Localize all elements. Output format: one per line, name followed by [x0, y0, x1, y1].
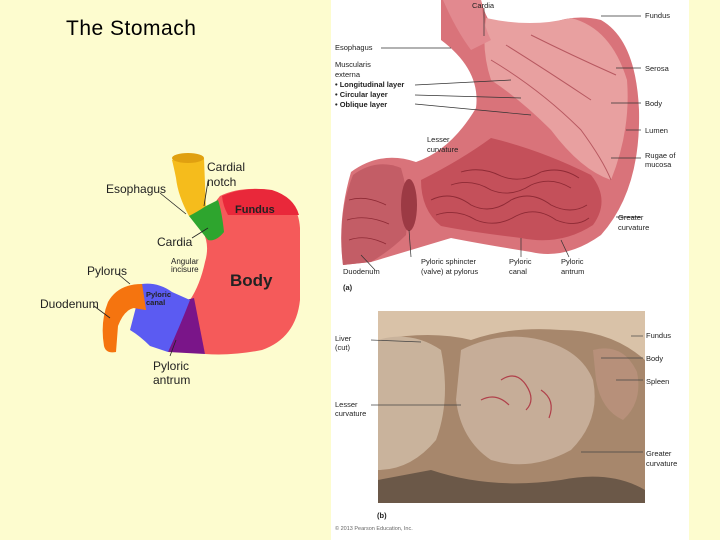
textbook-figure-art: Cardia Fundus Esophagus Muscularis exter… — [335, 0, 677, 532]
fig-a-label-muscularis: Muscularis — [335, 60, 371, 69]
label-pyloric-antrum-1: Pyloric — [153, 359, 189, 373]
fig-a-label-sphincter-1: Pyloric sphincter — [421, 257, 477, 266]
fig-a-label-circular: • Circular layer — [335, 90, 388, 99]
fig-b-label-liver-2: (cut) — [335, 343, 351, 352]
fig-a-label-longitudinal: • Longitudinal layer — [335, 80, 404, 89]
fig-b-label-fundus: Fundus — [646, 331, 671, 340]
fundus-region — [222, 188, 299, 215]
label-cardial: Cardial — [207, 160, 245, 174]
fig-a-label-lesser-1: Lesser — [427, 135, 450, 144]
figure-a-stomach-illustration — [341, 0, 640, 265]
fig-a-label-lesser-2: curvature — [427, 145, 458, 154]
esophagus-region — [172, 155, 206, 217]
fig-a-label-lumen: Lumen — [645, 126, 668, 135]
fig-b-panel-label: (b) — [377, 511, 387, 520]
label-fundus: Fundus — [235, 204, 275, 216]
label-incisure: incisure — [171, 265, 199, 274]
fig-a-label-rugae-1: Rugae of — [645, 151, 676, 160]
fig-a-label-antrum-2: antrum — [561, 267, 584, 276]
fig-a-label-cardia: Cardia — [472, 1, 495, 10]
fig-b-label-spleen: Spleen — [646, 377, 669, 386]
label-angular: Angular — [171, 257, 199, 266]
label-pyloric-canal-2: canal — [146, 298, 165, 307]
textbook-figure-panel: Cardia Fundus Esophagus Muscularis exter… — [331, 0, 689, 540]
copyright-text: © 2013 Pearson Education, Inc. — [335, 525, 413, 532]
label-cardia: Cardia — [157, 235, 193, 249]
fig-a-label-rugae-2: mucosa — [645, 160, 672, 169]
slide-title: The Stomach — [66, 17, 197, 40]
fig-a-label-sphincter-2: (valve) at pylorus — [421, 267, 478, 276]
esophagus-opening — [172, 153, 204, 163]
fig-b-label-liver-1: Liver — [335, 334, 352, 343]
label-notch: notch — [207, 175, 236, 189]
fig-a-label-duodenum: Duodenum — [343, 267, 380, 276]
fig-a-label-greater-2: curvature — [618, 223, 649, 232]
figure-b-cadaver-photo — [378, 311, 645, 503]
fig-a-label-fundus: Fundus — [645, 11, 670, 20]
cardia-region — [189, 200, 224, 241]
label-pyloric-antrum-2: antrum — [153, 373, 190, 387]
duodenum-region — [102, 284, 146, 353]
fig-a-label-body: Body — [645, 99, 662, 108]
label-body: Body — [230, 271, 273, 290]
fig-b-label-greater-1: Greater — [646, 449, 672, 458]
pyloric-antrum-region — [168, 298, 205, 354]
fig-a-label-serosa: Serosa — [645, 64, 670, 73]
fig-b-label-body: Body — [646, 354, 663, 363]
fig-a-label-greater-1: Greater — [618, 213, 644, 222]
pyloric-canal-region — [130, 283, 190, 352]
label-esophagus: Esophagus — [106, 182, 166, 196]
fig-a-label-esophagus: Esophagus — [335, 43, 373, 52]
fig-a-label-antrum-1: Pyloric — [561, 257, 584, 266]
fig-a-panel-label: (a) — [343, 283, 353, 292]
fig-b-label-greater-2: curvature — [646, 459, 677, 468]
fig-a-label-externa: externa — [335, 70, 361, 79]
stomach-schematic-diagram: Cardial notch Esophagus Fundus Cardia An… — [40, 153, 300, 387]
fig-a-label-canal-1: Pyloric — [509, 257, 532, 266]
label-pyloric-canal-1: Pyloric — [146, 290, 171, 299]
label-pylorus: Pylorus — [87, 264, 127, 278]
fig-a-label-canal-2: canal — [509, 267, 527, 276]
fig-a-label-oblique: • Oblique layer — [335, 100, 387, 109]
label-duodenum: Duodenum — [40, 297, 99, 311]
fig-b-label-lesser-1: Lesser — [335, 400, 358, 409]
fig-b-label-lesser-2: curvature — [335, 409, 366, 418]
